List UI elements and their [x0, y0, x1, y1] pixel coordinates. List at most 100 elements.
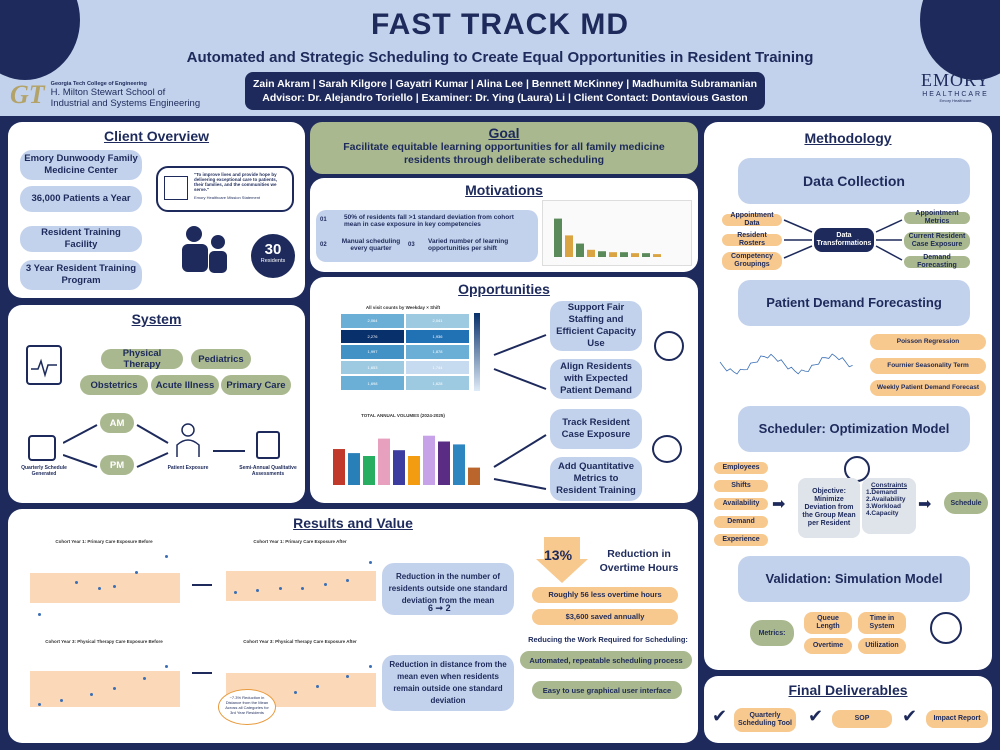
data-point: [346, 675, 349, 678]
volume-title: TOTAL ANNUAL VOLUMES (2024-2025): [361, 413, 445, 418]
data-point: [165, 665, 168, 668]
constraint-3: 3.Workload: [866, 503, 901, 510]
motivations-box: 01 50% of residents fall >1 standard dev…: [316, 210, 538, 262]
client-item-4: 3 Year Resident Training Program: [20, 260, 142, 290]
specialty-ob: Obstetrics: [80, 375, 148, 395]
data-point: [233, 591, 237, 594]
result-box-2: Reduction in distance from the mean even…: [382, 655, 514, 711]
overtime-hours: Roughly 56 less overtime hours: [532, 587, 678, 603]
dc-in-3: Competency Groupings: [722, 252, 782, 270]
mot-num-1: 01: [320, 217, 327, 223]
data-point: [112, 585, 116, 588]
opportunities-panel: Opportunities All visit counts by Weekda…: [310, 277, 698, 503]
header: FAST TRACK MD Automated and Strategic Sc…: [0, 0, 1000, 116]
residents-num: 30: [264, 241, 282, 258]
system-arrows: [63, 424, 245, 468]
bar: [378, 438, 390, 485]
mot-num-2: 02: [320, 242, 327, 248]
data-point: [256, 589, 259, 592]
down-arrow-icon: [536, 537, 588, 583]
client-title: Client Overview: [103, 128, 210, 144]
heatmap-cell: 2,041: [405, 313, 470, 329]
methodology-title: Methodology: [804, 130, 892, 146]
hospital-icon: [164, 176, 188, 200]
heatmap-cell: 1,936: [405, 328, 470, 345]
data-point: [142, 677, 146, 680]
specialty-primary: Primary Care: [221, 375, 291, 395]
check-icon-1: ✔: [712, 706, 728, 726]
pct-value: 13%: [544, 547, 573, 563]
client-panel: Client Overview Emory Dunwoody Family Me…: [8, 122, 305, 298]
data-point: [97, 587, 101, 590]
results-title: Results and Value: [293, 515, 413, 531]
callout-bubble: ~7.3% Reduction in Distance from the Mea…: [218, 689, 276, 725]
c1-title: Cohort Year 1: Primary Care Exposure Bef…: [55, 539, 153, 544]
c3-title: Cohort Year 3: Physical Therapy Care Exp…: [45, 639, 163, 644]
poster-title: FAST TRACK MD: [371, 8, 629, 41]
emory-3: Emory Healthcare: [939, 98, 972, 103]
sched-label: Quarterly Schedule Generated: [21, 465, 67, 477]
mission-quote: "To improve lives and provide hope by de…: [194, 172, 278, 192]
forecast-line: [719, 353, 853, 375]
work-title: Reducing the Work Required for Schedulin…: [528, 635, 688, 644]
data-point: [37, 613, 41, 616]
opportunities-title: Opportunities: [458, 281, 550, 297]
emory-1: EMORY: [920, 70, 990, 90]
assess-label: Semi-Annual Qualitative Assessments: [239, 465, 297, 477]
std-band: [30, 573, 180, 603]
bar: [468, 467, 480, 485]
metric-util: Utilization: [858, 638, 906, 654]
data-point: [165, 555, 168, 558]
doctor-icon: [174, 423, 202, 459]
bar: [423, 435, 435, 485]
motivations-title: Motivations: [465, 182, 543, 198]
from-to: 6 ➞ 2: [428, 603, 451, 613]
schedule-output: Schedule: [944, 492, 988, 514]
opp-item-1: Support Fair Staffing and Efficient Capa…: [550, 301, 642, 351]
from-num: 6: [428, 603, 434, 613]
heatmap-cell: 1,653: [340, 359, 405, 376]
c2-title: Cohort Year 1: Primary Care Exposure Aft…: [253, 539, 347, 544]
dc-in-2: Resident Rosters: [722, 232, 782, 247]
c4-title: Cohort Year 3: Physical Therapy Care Exp…: [243, 639, 357, 644]
authors: Zain Akram | Sarah Kilgore | Gayatri Kum…: [252, 78, 758, 90]
volume-chart: TOTAL ANNUAL VOLUMES (2024-2025): [318, 411, 488, 495]
gt-line2: H. Milton Stewart School of: [50, 87, 166, 98]
bar: [363, 456, 375, 485]
bar: [609, 252, 617, 257]
constraints-title: Constraints: [870, 482, 908, 489]
scheduler: Scheduler: Optimization Model: [738, 406, 970, 452]
sched-in-1: Employees: [714, 462, 768, 474]
methodology-panel: Methodology Data Collection Appointment …: [704, 122, 992, 670]
system-panel: System Physical Therapy Pediatrics Obste…: [8, 305, 305, 503]
mission-box: "To improve lives and provide hope by de…: [156, 166, 294, 212]
check-icon-3: ✔: [902, 706, 918, 726]
opp-item-4: Add Quantitative Metrics to Resident Tra…: [550, 457, 642, 501]
exposure-label: Patient Exposure: [167, 465, 209, 471]
data-point: [75, 581, 78, 584]
heatmap-cell: 1,744: [405, 359, 470, 376]
result-box-1: Reduction in the number of residents out…: [382, 563, 514, 615]
std-band: [30, 671, 180, 707]
constraint-1: 1.Demand: [866, 489, 898, 496]
opp-item-2: Align Residents with Expected Patient De…: [550, 359, 642, 399]
arrow-right-icon-1: ➡: [772, 496, 786, 513]
chart-pt-before: Cohort Year 3: Physical Therapy Care Exp…: [16, 637, 192, 729]
data-point: [301, 587, 304, 590]
bar: [438, 441, 450, 485]
metric-time: Time in System: [858, 612, 906, 634]
deliverables-title: Final Deliverables: [788, 682, 908, 698]
sched-in-3: Availability: [714, 498, 768, 510]
dc-out-3: Demand Forecasting: [904, 254, 970, 269]
deliverable-3: Impact Report: [926, 710, 988, 728]
bar: [348, 453, 360, 485]
sched-in-5: Experience: [714, 534, 768, 546]
check-icon-2: ✔: [808, 706, 824, 726]
heatmap-title: All visit counts by Weekday × Shift: [365, 305, 441, 310]
clock-hand-icon: [652, 435, 682, 463]
objective: Objective: Minimize Deviation from the G…: [798, 478, 860, 538]
client-item-2: 36,000 Patients a Year: [20, 186, 142, 212]
data-point: [368, 665, 372, 668]
